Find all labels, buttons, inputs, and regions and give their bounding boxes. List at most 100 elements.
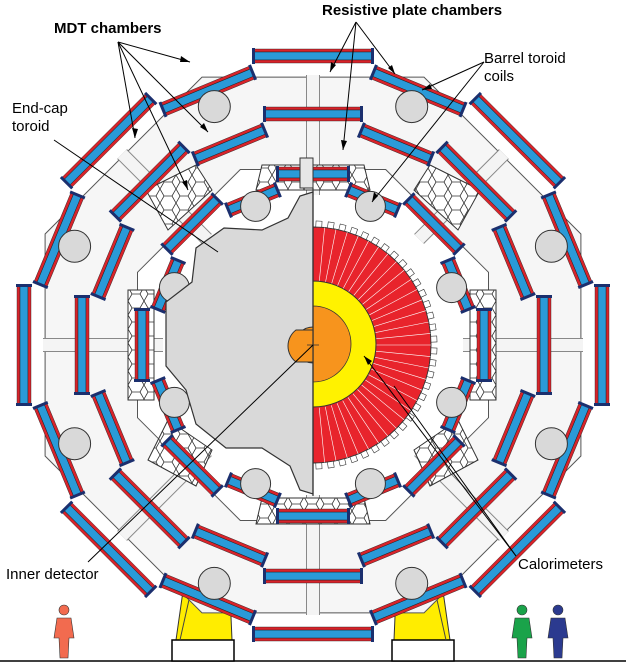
calorimeter-tile [370,236,380,246]
calorimeter-tile [430,335,438,343]
calorimeter-segment [375,333,431,340]
muon-chamber [90,388,135,468]
muon-chamber [263,106,363,122]
calorimeter-tile [327,221,335,230]
calorimeter-tile [412,278,422,288]
calorimeter-tile [380,243,390,253]
calorimeter-tile [398,421,408,431]
end-cap-top-block [299,157,314,189]
label-inner-detector: Inner detector [6,566,99,583]
calorimeter-segment [325,406,337,461]
leader-lines [53,21,517,563]
label-barrel-toroid-line1: Barrel toroid [484,50,566,67]
muon-chamber [263,568,363,584]
calorimeter-tile [389,430,399,440]
toroid-coil [436,272,468,304]
calorimeter-segment [365,379,412,411]
calorimeter-segment [365,279,412,311]
muon-chamber [59,500,158,599]
calorimeter-tile [426,311,435,320]
calorimeter-segment [347,397,379,444]
label-barrel-toroid-line2: coils [484,68,515,85]
calorimeter-tile [426,370,435,379]
calorimeter-tile [398,259,408,269]
calorimeter-segment [357,261,397,301]
calorimeter-segment [331,405,348,458]
person-figure-orange [53,604,75,659]
muon-chamber [594,284,610,406]
muon-chamber [402,192,466,256]
muon-chamber [90,222,135,302]
toroid-coil [534,229,568,263]
calorimeter-tile [389,250,399,260]
person-figure-green [511,604,533,659]
calorimeter-tile [405,268,415,278]
calorimeter-tile [428,359,437,367]
calorimeter-segment [368,374,418,401]
toroid-coil [197,566,231,600]
calorimeter-tile [422,299,432,309]
toroid-coil [58,229,92,263]
calorimeter-orange-layer [312,305,352,383]
muon-chamber [160,434,224,498]
muon-chamber [476,308,492,382]
muon-chamber [16,284,32,406]
calorimeter-segment [361,269,405,306]
calorimeter-tile [349,226,359,236]
muon-chamber [491,388,536,468]
calorimeter-tile [327,460,335,469]
toroid-coil [197,90,231,124]
calorimeter-segment [374,321,429,333]
muon-chamber [190,523,270,568]
barrel-toroid-coils [58,90,568,600]
calorimeter-segment [331,232,348,285]
calorimeter-segment [374,357,429,369]
calorimeter-tile [370,444,380,454]
calorimeter-segment [318,227,325,283]
calorimeter-segment [352,253,389,297]
calorimeter-tile [360,450,370,459]
muon-chamber [491,222,536,302]
leader-arrowheads [132,56,432,365]
label-mdt-chambers: MDT chambers [54,20,162,37]
calorimeter-tile [349,454,359,464]
toroid-coil [354,468,386,500]
calorimeter-segment [373,363,426,380]
calorimeter-segment [373,310,426,327]
calorimeter-segment [342,400,369,450]
toroid-coil [354,190,386,222]
toroid-coil [395,566,429,600]
calorimeter-segment [325,229,337,284]
calorimeter-segment [371,299,423,322]
muon-chamber [108,467,191,550]
calorimeter-tile [422,381,432,391]
person-figure-blue [547,604,569,659]
muon-chamber [402,434,466,498]
calorimeter-segment [357,389,397,429]
muon-chamber [435,467,518,550]
calorimeter-tile [315,220,323,228]
muon-chamber [158,64,258,118]
muon-chamber [190,122,270,167]
calorimeter-segment [368,289,418,316]
calorimeter-segment [336,403,359,455]
calorimeter-segment [342,240,369,290]
calorimeter-segment [361,384,405,421]
toroid-coil [534,427,568,461]
muon-chamber [134,308,150,382]
calorimeter-segment [371,368,423,391]
calorimeter-segment [336,235,359,287]
toroid-coil [395,90,429,124]
muon-chamber [435,140,518,223]
calorimeter-tile [360,231,370,240]
muon-chamber [536,295,552,395]
muon-chamber [468,91,567,190]
toroid-coil [240,468,272,500]
calorimeter-tile [380,437,390,447]
muon-chamber [356,523,436,568]
label-end-cap-line1: End-cap [12,100,68,117]
calorimeter-tile [412,402,422,412]
calorimeter-segment [352,393,389,437]
muon-chamber [108,140,191,223]
